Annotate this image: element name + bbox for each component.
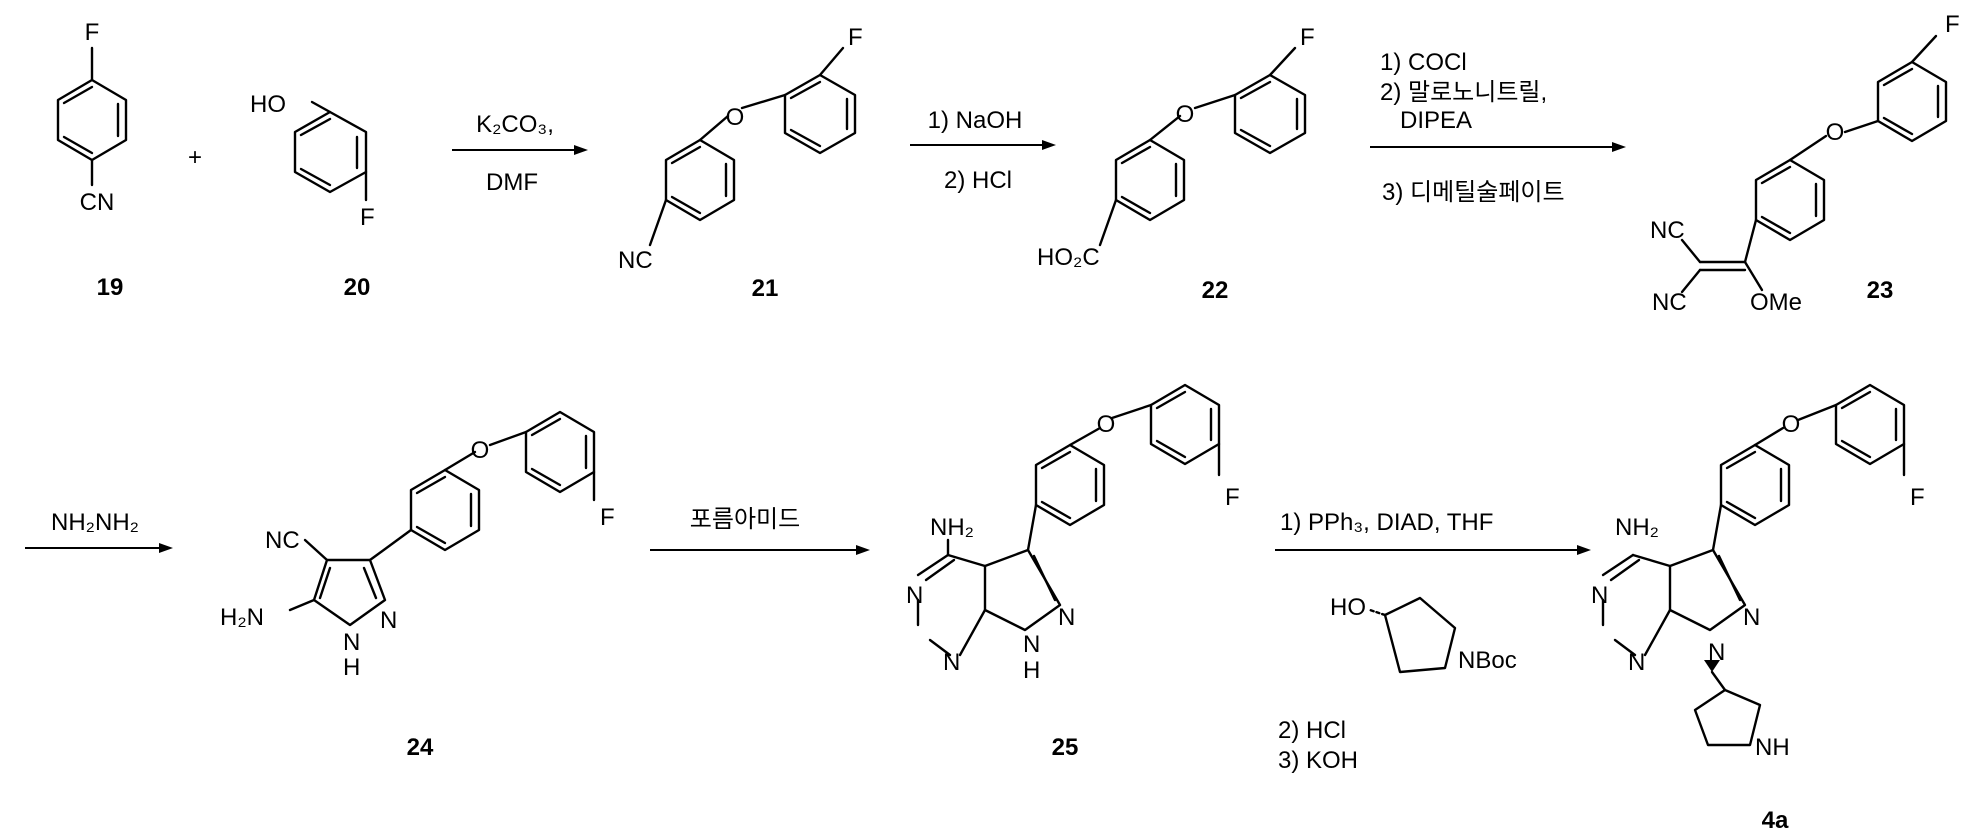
compound-4a: F O NH₂ N N N N NH 4a: [1591, 385, 1925, 834]
hydroxyl-label: HO: [250, 91, 286, 118]
pyrazole-nh-hydrogen-label: H: [343, 654, 360, 681]
reaction-arrow-6: 1) PPh₃, DIAD, THF 2) HCl 3) KOH: [1275, 509, 1591, 774]
nitrile-group-label: NC: [618, 247, 653, 274]
ether-oxygen-label: O: [726, 104, 745, 131]
plus-sign: +: [188, 144, 202, 171]
compound-25: F O NH₂ N N N N H 25: [906, 385, 1240, 761]
reagent-mitsunobu: 1) PPh₃, DIAD, THF: [1280, 509, 1493, 536]
nitrile-group-label: CN: [80, 189, 115, 216]
reagent-naoh: 1) NaOH: [928, 107, 1023, 134]
fluorine-atom-label: F: [1910, 484, 1925, 511]
fluorine-atom-label: F: [1300, 24, 1315, 51]
reagent-cocl: 1) COCl: [1380, 49, 1467, 76]
amino-group-label: NH₂: [930, 514, 974, 541]
fluorine-atom-label: F: [848, 24, 863, 51]
compound-22: F O HO₂C 22: [1037, 24, 1315, 304]
solvent-dmf: DMF: [486, 169, 538, 196]
pyrrolidine-nh-label: NH: [1755, 734, 1790, 761]
compound-number-22: 22: [1202, 277, 1229, 304]
compound-number-24: 24: [407, 734, 434, 761]
fluorine-atom-label: F: [600, 504, 615, 531]
reagent-dipea: DIPEA: [1400, 107, 1472, 134]
fluorine-atom-label: F: [1225, 484, 1240, 511]
carboxylic-acid-label: HO₂C: [1037, 244, 1100, 271]
amino-group-label: NH₂: [1615, 514, 1659, 541]
pyrazole-nitrogen-label: N: [1708, 639, 1725, 666]
fluorine-atom-label: F: [1945, 11, 1960, 38]
compound-number-25: 25: [1052, 734, 1079, 761]
reagent-dimethyl-sulfate: 3) 디메틸술페이트: [1382, 179, 1565, 206]
compound-number-21: 21: [752, 275, 779, 302]
reagent-hydrazine: NH₂NH₂: [51, 509, 139, 536]
nitrile-group-label: NC: [1652, 289, 1687, 316]
compound-number-20: 20: [344, 274, 371, 301]
pyrazole-nh-hydrogen-label: H: [1023, 657, 1040, 684]
pyrimidine-nitrogen-label: N: [1628, 649, 1645, 676]
nitrile-group-label: NC: [1650, 217, 1685, 244]
pyrazole-nitrogen-label: N: [1743, 604, 1760, 631]
compound-23: F O NC NC OMe 23: [1650, 11, 1960, 316]
nitrile-group-label: NC: [265, 527, 300, 554]
reagent-malononitrile: 2) 말로노니트릴,: [1380, 79, 1547, 106]
reagent-hcl: 2) HCl: [1278, 717, 1346, 744]
n-boc-label: NBoc: [1458, 647, 1517, 674]
compound-19: F CN 19: [58, 19, 126, 301]
ether-oxygen-label: O: [1176, 101, 1195, 128]
fluorine-atom-label: F: [360, 204, 375, 231]
hydroxyl-label: HO: [1330, 594, 1366, 621]
pyrazole-nitrogen-label: N: [1023, 631, 1040, 658]
amino-group-label: H₂N: [220, 604, 264, 631]
ether-oxygen-label: O: [471, 437, 490, 464]
compound-number-19: 19: [97, 274, 124, 301]
ether-oxygen-label: O: [1782, 411, 1801, 438]
reaction-arrow-1: K₂CO₃, DMF: [452, 111, 588, 196]
pyrazole-nitrogen-label: N: [343, 629, 360, 656]
methoxy-group-label: OMe: [1750, 289, 1802, 316]
compound-24: F O NC H₂N N N H 24: [220, 412, 615, 761]
compound-21: F O NC 21: [618, 24, 863, 302]
reagent-formamide: 포름아미드: [690, 506, 800, 533]
pyrazole-nitrogen-label: N: [380, 607, 397, 634]
pyrazole-nitrogen-label: N: [1058, 604, 1075, 631]
pyrimidine-nitrogen-label: N: [906, 582, 923, 609]
fluorine-atom-label: F: [85, 19, 100, 46]
reaction-arrow-5: 포름아미드: [650, 506, 870, 555]
reagent-hcl: 2) HCl: [944, 167, 1012, 194]
compound-number-4a: 4a: [1762, 807, 1789, 834]
boc-hydroxypyrrolidine-reagent: HO NBoc: [1330, 594, 1517, 674]
reagent-koh: 3) KOH: [1278, 747, 1358, 774]
reaction-arrow-3: 1) COCl 2) 말로노니트릴, DIPEA 3) 디메틸술페이트: [1370, 49, 1626, 206]
pyrimidine-nitrogen-label: N: [943, 649, 960, 676]
ether-oxygen-label: O: [1826, 119, 1845, 146]
reagent-k2co3: K₂CO₃,: [476, 111, 554, 138]
compound-number-23: 23: [1867, 277, 1894, 304]
reaction-arrow-2: 1) NaOH 2) HCl: [910, 107, 1056, 194]
compound-20: HO F 20: [250, 91, 375, 301]
ether-oxygen-label: O: [1097, 411, 1116, 438]
pyrimidine-nitrogen-label: N: [1591, 582, 1608, 609]
reaction-arrow-4: NH₂NH₂: [25, 509, 173, 553]
